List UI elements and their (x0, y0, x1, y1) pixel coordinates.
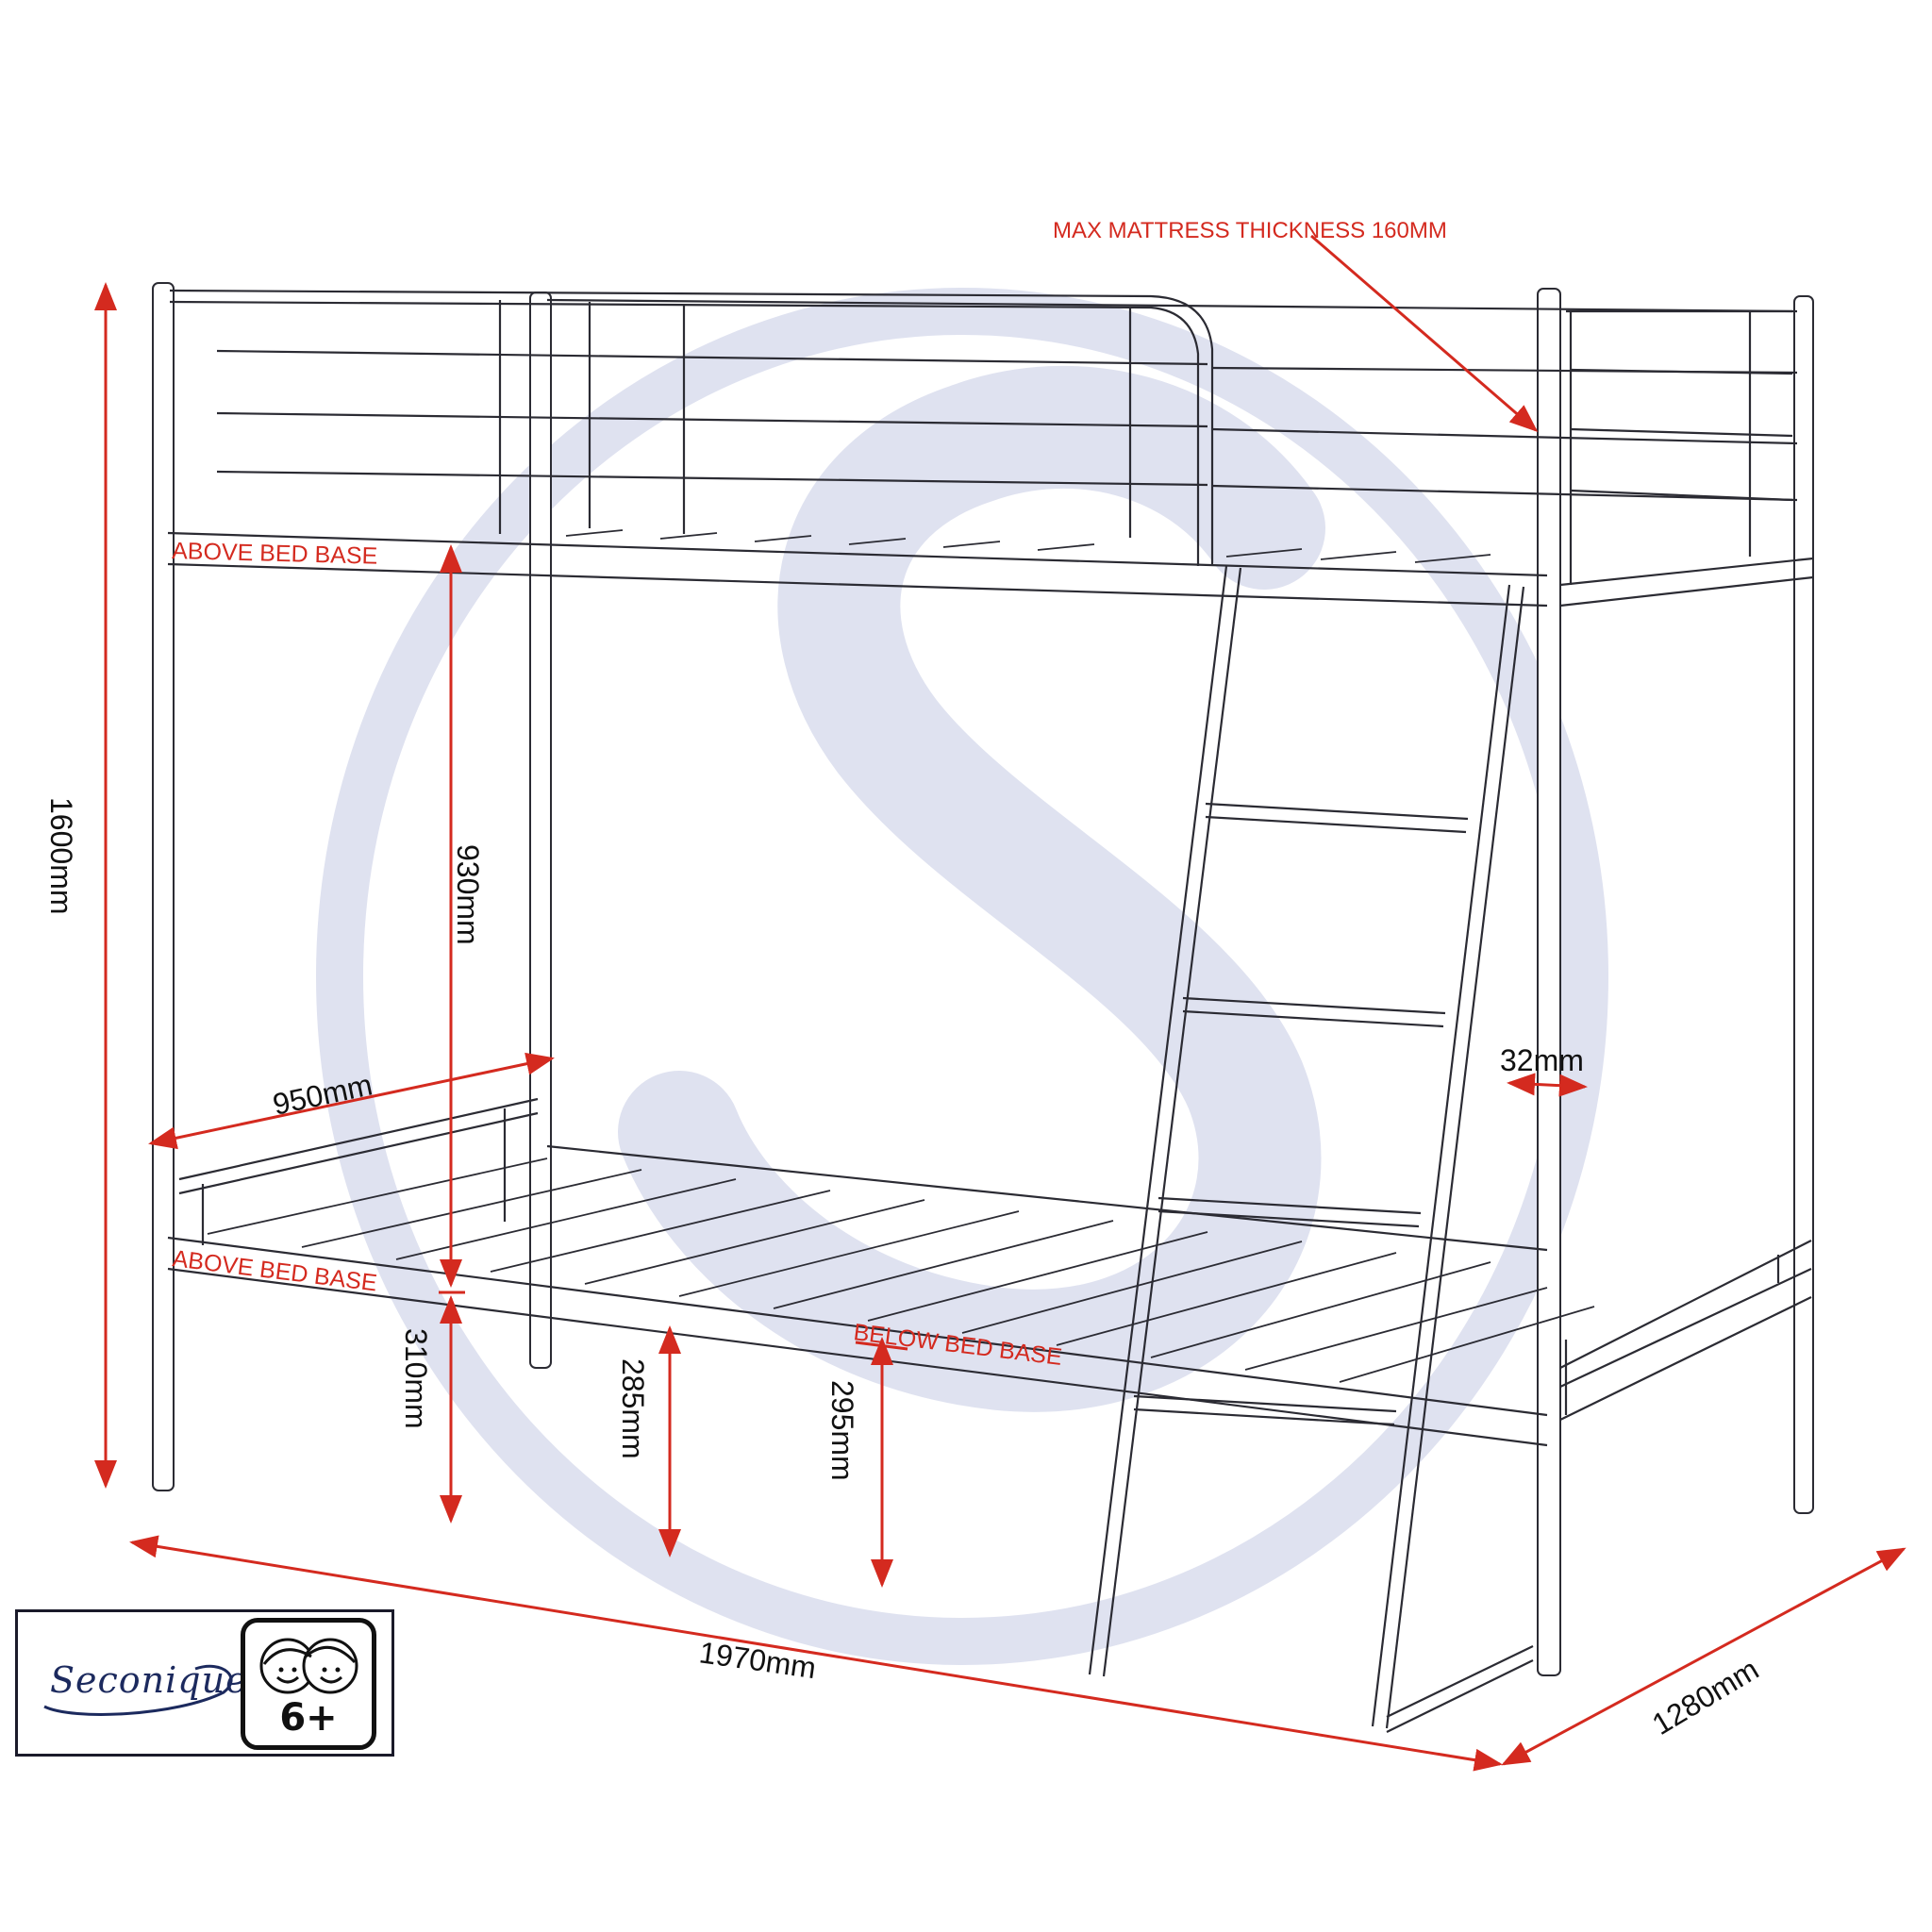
label-max-mattress: MAX MATTRESS THICKNESS 160MM (1053, 218, 1447, 243)
dim-total-height: 1600mm (44, 797, 78, 915)
dim-32-line (1507, 1073, 1588, 1097)
dimension-lines (94, 234, 1907, 1772)
dim-1280-line (1501, 1547, 1907, 1766)
age-rating-badge: 6+ (241, 1618, 376, 1750)
watermark-logo (316, 288, 1608, 1665)
branding-panel: Seconique 6+ (15, 1609, 394, 1757)
lower-slats (207, 1158, 1595, 1383)
brand-swash-icon (43, 1664, 233, 1716)
dim-between-bunks: 930mm (451, 844, 485, 945)
dim-clearance-295: 295mm (825, 1380, 859, 1481)
brand-name: Seconique (50, 1659, 248, 1701)
children-faces-icon (259, 1638, 358, 1694)
dim-floor-to-base: 310mm (399, 1328, 433, 1429)
dim-clearance-285: 285mm (616, 1358, 650, 1459)
label-top-above-bed-base: ABOVE BED BASE (172, 538, 378, 570)
dim-depth: 1280mm (1646, 1652, 1764, 1741)
dim-tube-diameter: 32mm (1500, 1043, 1584, 1077)
dim-1970-line (129, 1535, 1503, 1772)
mattress-leader-line (1310, 234, 1539, 432)
age-rating-text: 6+ (279, 1696, 338, 1740)
dim-950-line (148, 1052, 555, 1150)
label-bottom-above-bed-base: ABOVE BED BASE (171, 1245, 378, 1296)
brand-logo: Seconique (35, 1650, 247, 1725)
upper-slats (565, 529, 1491, 563)
